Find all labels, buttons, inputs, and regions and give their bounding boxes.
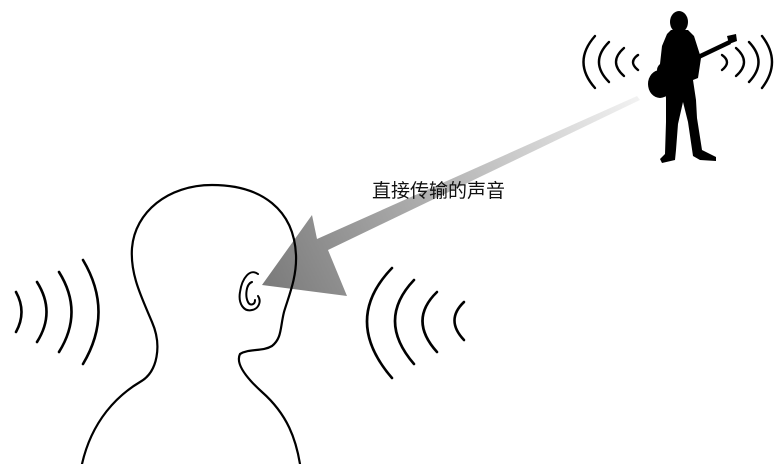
sound-wave-icon: [582, 34, 640, 90]
sound-wave-icon: [365, 266, 466, 380]
ear-icon: [238, 271, 261, 312]
direct-sound-arrow-icon: [262, 96, 640, 296]
guitarist-silhouette-icon: [648, 11, 737, 163]
listener-head-icon: [80, 183, 302, 464]
sound-wave-icon: [14, 258, 100, 366]
sound-wave-icon: [720, 34, 774, 90]
direct-sound-label: 直接传输的声音: [372, 180, 506, 202]
